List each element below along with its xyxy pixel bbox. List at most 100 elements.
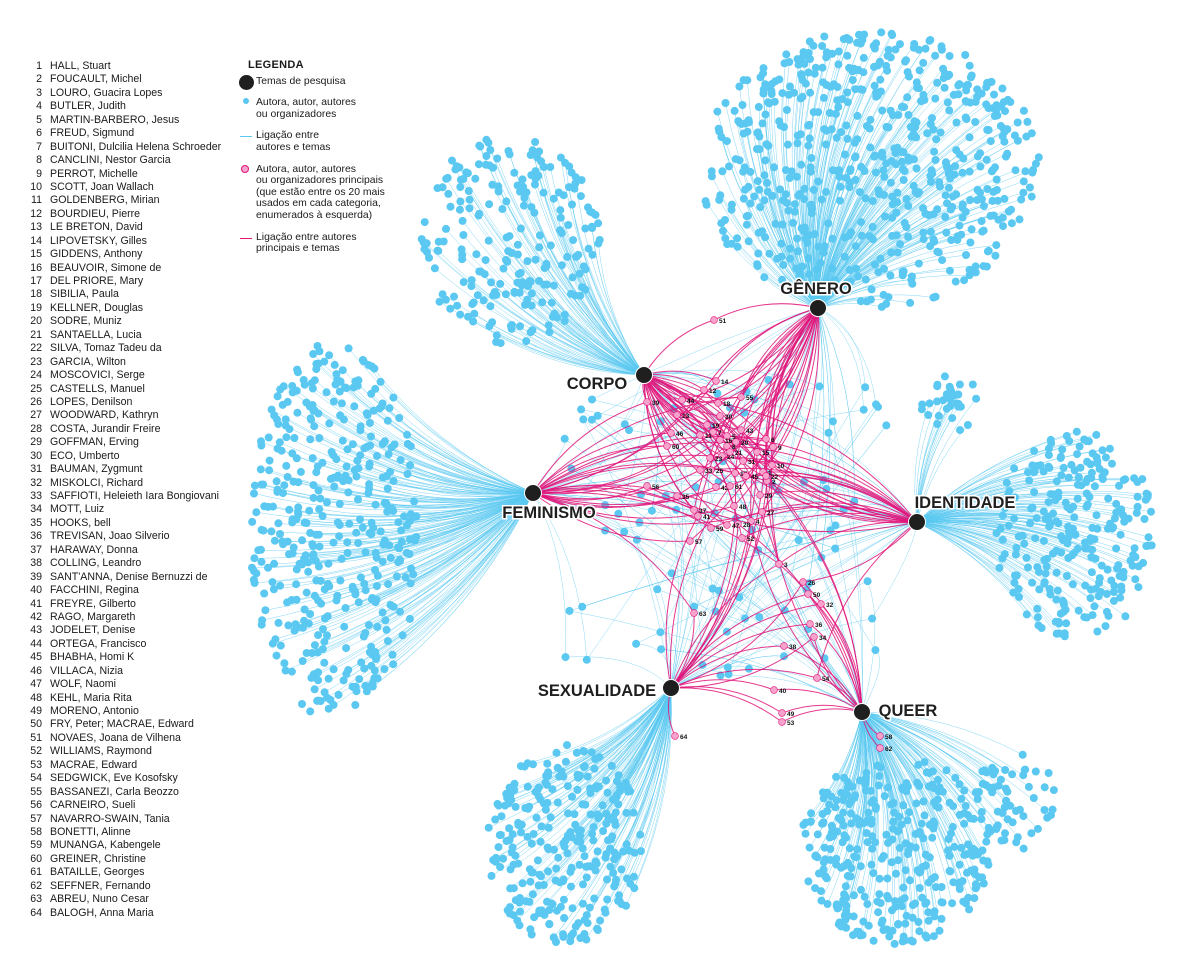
author-link xyxy=(532,386,820,494)
author-node xyxy=(808,291,817,300)
author-node xyxy=(1139,558,1148,567)
author-node xyxy=(845,844,854,853)
author-node xyxy=(942,228,951,237)
author-node xyxy=(820,125,829,134)
author-node xyxy=(1093,627,1102,636)
author-node xyxy=(410,497,419,506)
author-number: 24 xyxy=(30,369,42,382)
author-node xyxy=(962,251,970,259)
author-node xyxy=(1067,460,1076,469)
author-number: 41 xyxy=(30,597,42,610)
author-node xyxy=(785,380,794,389)
main-link xyxy=(670,668,818,689)
author-node xyxy=(581,224,590,233)
author-node xyxy=(721,99,730,107)
author-number: 19 xyxy=(30,301,42,314)
author-node xyxy=(469,317,478,326)
author-name: BUITONI, Dulcilia Helena Schroeder xyxy=(50,140,222,153)
author-node xyxy=(882,421,891,430)
author-node xyxy=(986,137,995,146)
theme-nodes: GÊNEROCORPOFEMINISMOIDENTIDADESEXUALIDAD… xyxy=(501,278,1017,722)
author-node xyxy=(528,890,537,899)
author-node xyxy=(946,867,955,876)
author-node xyxy=(1052,477,1061,486)
author-node xyxy=(976,149,985,158)
author-node xyxy=(714,586,723,595)
author-name: BOURDIEU, Pierre xyxy=(50,207,141,220)
author-node xyxy=(300,605,309,614)
author-node xyxy=(1012,543,1021,552)
author-node xyxy=(963,811,972,820)
author-node xyxy=(804,68,813,77)
author-node xyxy=(785,58,794,66)
author-node xyxy=(1061,605,1070,614)
author-node xyxy=(307,415,316,424)
main-author-number: 8 xyxy=(732,444,736,451)
author-node xyxy=(923,129,932,138)
author-node xyxy=(273,392,282,401)
author-node xyxy=(591,857,600,866)
author-node xyxy=(1057,532,1066,541)
author-node xyxy=(722,137,731,146)
author-node xyxy=(928,833,937,842)
author-node xyxy=(807,200,815,209)
author-node xyxy=(570,810,579,819)
author-node xyxy=(877,302,886,311)
author-node xyxy=(1092,430,1101,439)
author-node xyxy=(456,175,465,184)
author-node xyxy=(971,788,980,797)
author-node xyxy=(387,443,396,452)
author-node xyxy=(535,147,544,156)
author-node xyxy=(938,787,947,796)
author-node xyxy=(285,425,294,434)
author-node xyxy=(961,51,970,59)
author-node xyxy=(929,824,938,833)
author-node xyxy=(955,380,964,389)
author-node xyxy=(1037,624,1046,632)
author-node xyxy=(600,905,609,914)
author-node xyxy=(955,80,964,89)
author-node xyxy=(516,322,524,331)
author-node xyxy=(568,273,577,282)
author-node xyxy=(595,812,604,821)
author-node xyxy=(1112,544,1121,553)
author-node xyxy=(502,197,511,206)
author-name: SILVA, Tomaz Tadeu da xyxy=(50,342,162,355)
author-node xyxy=(417,235,426,244)
main-link xyxy=(643,374,717,488)
author-node xyxy=(1007,219,1016,228)
author-node xyxy=(256,545,265,554)
author-node xyxy=(587,415,596,424)
author-node xyxy=(1024,563,1032,572)
author-node xyxy=(561,158,570,167)
author-node xyxy=(257,557,266,566)
main-author-number: 5 xyxy=(732,434,736,441)
author-node xyxy=(877,28,886,37)
author-node xyxy=(361,548,370,557)
author-node xyxy=(777,239,786,248)
author-node xyxy=(280,481,289,490)
theme-label-corpo: CORPO xyxy=(567,375,628,393)
main-links xyxy=(532,303,918,749)
main-author-node xyxy=(712,483,720,491)
author-number: 14 xyxy=(30,234,42,247)
author-name: WOLF, Naomi xyxy=(50,678,116,691)
author-node xyxy=(307,379,316,388)
author-node xyxy=(928,767,937,776)
author-node xyxy=(793,234,802,243)
author-node xyxy=(340,622,349,631)
author-node xyxy=(330,360,339,369)
author-node xyxy=(345,519,354,528)
author-node xyxy=(576,771,584,780)
main-author-number: 56 xyxy=(652,484,660,491)
author-node xyxy=(948,414,957,423)
main-author-number: 39 xyxy=(652,400,660,407)
author-node xyxy=(549,194,558,203)
author-node xyxy=(467,276,476,285)
author-node xyxy=(811,63,820,72)
author-node xyxy=(888,200,897,209)
author-node xyxy=(515,288,524,297)
